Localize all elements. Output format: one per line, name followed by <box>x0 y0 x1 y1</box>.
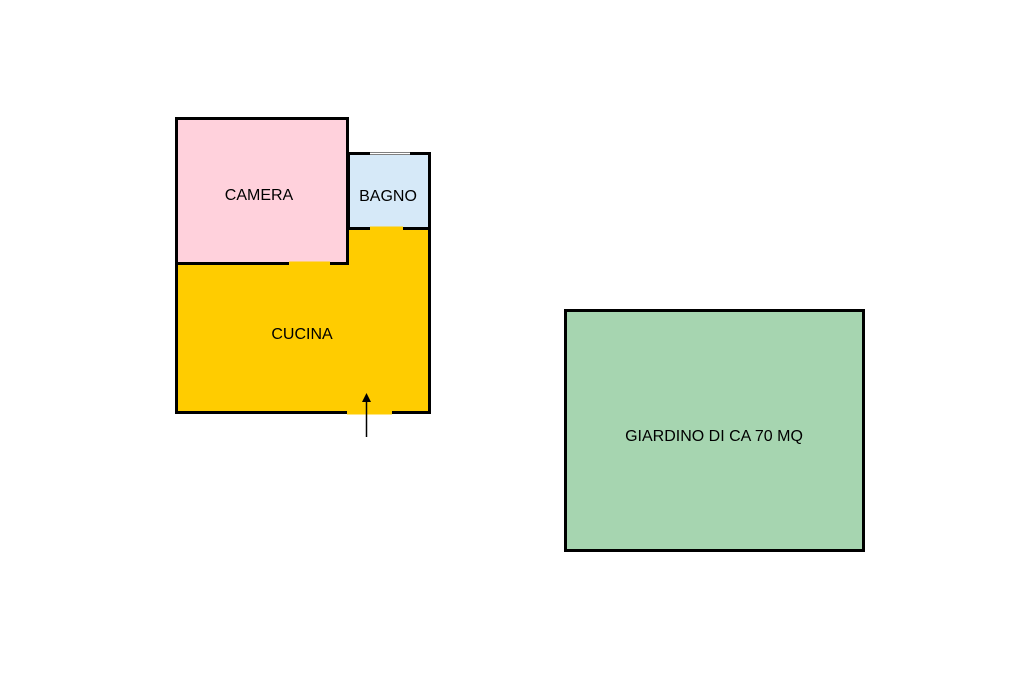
room-camera <box>175 117 349 265</box>
label-giardino: GIARDINO DI CA 70 MQ <box>625 428 803 445</box>
label-cucina: CUCINA <box>271 326 333 343</box>
room-giardino <box>564 309 865 552</box>
entrance-arrow-icon <box>362 393 371 437</box>
label-bagno: BAGNO <box>359 188 417 205</box>
label-camera: CAMERA <box>225 187 294 204</box>
